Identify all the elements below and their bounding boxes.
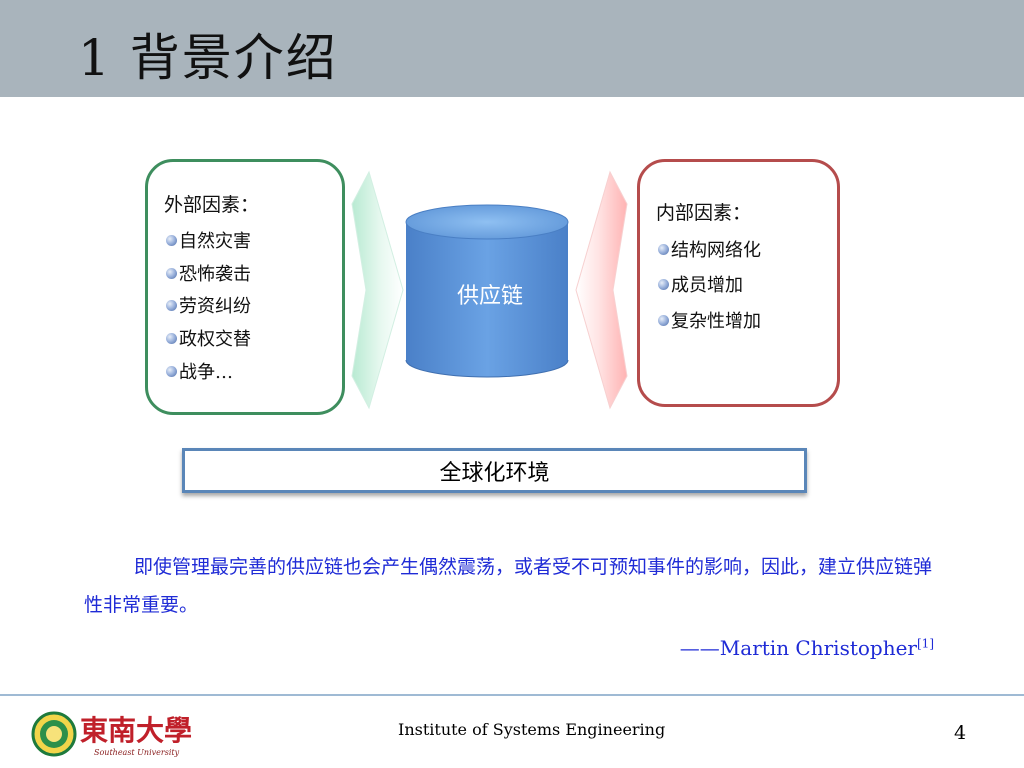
bullet-icon — [166, 299, 177, 311]
supply-chain-label: 供应链 — [457, 284, 523, 309]
page-number: 4 — [954, 722, 967, 744]
inbound-arrow-right — [575, 170, 628, 410]
bullet-icon — [658, 278, 669, 290]
citation-marker: [1] — [917, 636, 934, 651]
internal-factor-item: 成员增加 — [658, 271, 743, 297]
external-factor-item: 劳资纠纷 — [166, 292, 251, 318]
external-factor-item: 自然灾害 — [166, 227, 251, 253]
internal-factors-title: 内部因素： — [656, 202, 752, 224]
bullet-icon — [166, 365, 177, 377]
quote-text: 即使管理最完善的供应链也会产生偶然震荡，或者受不可预知事件的影响，因此，建立供应… — [84, 556, 933, 616]
inbound-arrow-left — [351, 170, 404, 410]
external-factor-item: 政权交替 — [166, 325, 251, 351]
quote-attribution: ——Martin Christopher[1] — [679, 636, 934, 660]
external-factor-item: 恐怖袭击 — [166, 260, 251, 286]
footer-institute: Institute of Systems Engineering — [398, 720, 666, 739]
external-factors-box: 外部因素： 自然灾害 恐怖袭击 劳资纠纷 政权交替 战争… — [145, 159, 345, 415]
diagram-graphics: 供应链 — [351, 170, 628, 410]
internal-factor-item: 结构网络化 — [658, 236, 761, 262]
svg-text:Southeast University: Southeast University — [94, 748, 180, 757]
bullet-icon — [658, 314, 669, 326]
internal-factors-box: 内部因素： 结构网络化 成员增加 复杂性增加 — [637, 159, 840, 407]
bullet-icon — [658, 243, 669, 255]
supply-chain-cylinder — [405, 204, 569, 378]
global-environment-bar: 全球化环境 — [182, 448, 807, 493]
external-factor-item: 战争… — [166, 358, 233, 384]
university-logo: 東南大學 Southeast University — [31, 711, 192, 757]
title-bar — [0, 0, 1024, 97]
bullet-icon — [166, 267, 177, 279]
external-factors-title: 外部因素： — [164, 194, 260, 216]
svg-text:東南大學: 東南大學 — [80, 714, 192, 747]
footer-divider — [0, 694, 1024, 696]
bullet-icon — [166, 332, 177, 344]
internal-factor-item: 复杂性增加 — [658, 307, 761, 333]
slide-title: 1 背景介绍 — [78, 29, 338, 87]
bullet-icon — [166, 234, 177, 246]
